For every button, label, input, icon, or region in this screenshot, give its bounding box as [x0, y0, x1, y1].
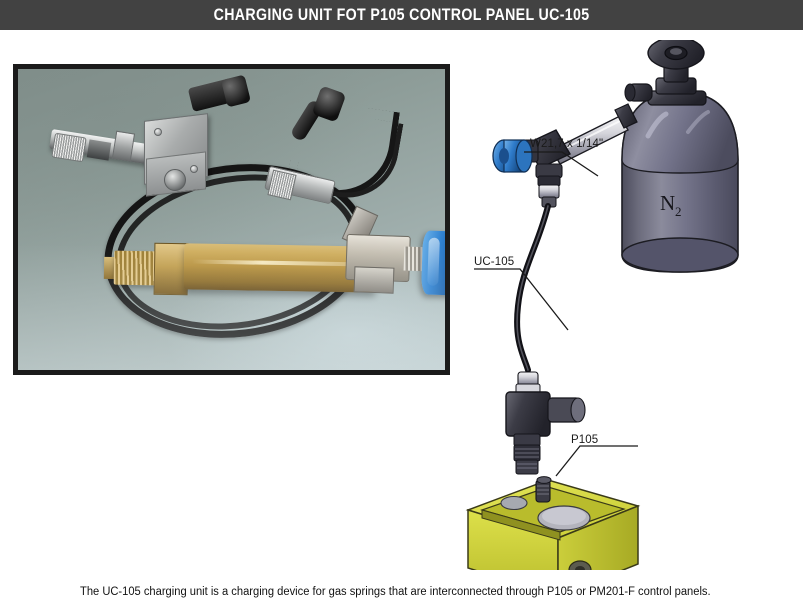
brass-thread-icon	[113, 250, 159, 286]
coupler-knurl-icon	[51, 132, 87, 163]
label-uc-105: UC-105	[474, 256, 515, 268]
leader-thread-spec	[524, 151, 599, 177]
quick-coupler-icon	[49, 128, 155, 166]
brass-charging-cylinder-icon	[183, 243, 377, 293]
coupler-collar-icon	[86, 139, 112, 161]
valve-hex-icon	[353, 266, 395, 294]
bottle-marking-subscript: 2	[675, 204, 682, 219]
gas-spring-connector-icon	[505, 371, 586, 475]
valve-neck-icon	[341, 205, 379, 249]
hose-tail-lower-icon	[293, 107, 404, 206]
manifold-screw-icon	[154, 128, 162, 136]
valve-body-icon	[345, 233, 411, 283]
label-p105: P105	[571, 434, 599, 446]
hose-loop-inner-icon	[104, 157, 370, 347]
black-cap-arm-icon	[289, 98, 325, 143]
nitrogen-bottle-icon: N 2	[621, 91, 739, 273]
bottle-marking-n2: N	[660, 191, 675, 215]
page-title: CHARGING UNIT FOT P105 CONTROL PANEL UC-…	[213, 5, 590, 24]
black-cap-icon	[220, 74, 252, 108]
brass-nut-icon	[153, 242, 189, 296]
p105-control-panel-icon	[465, 476, 641, 570]
manifold-port-icon	[164, 169, 186, 191]
black-cap-icon	[311, 85, 347, 123]
manifold-screw-icon	[190, 165, 198, 173]
product-photo	[13, 64, 450, 375]
coupler-nut-icon	[111, 130, 136, 162]
manifold-front-face-icon	[146, 151, 206, 197]
blue-knob-icon	[492, 139, 533, 173]
system-diagram-graphic: N 2	[465, 40, 739, 570]
panel-side-fitting-icon	[568, 560, 592, 570]
steel-connector-knurl-icon	[267, 169, 297, 201]
valve-thread-icon	[403, 246, 435, 272]
leader-lines	[474, 151, 638, 477]
black-cap-arm-icon	[187, 78, 237, 112]
bottle-valve-icon	[624, 40, 707, 106]
system-diagram: N 2	[452, 40, 803, 570]
figure-caption: The UC-105 charging unit is a charging d…	[80, 586, 711, 598]
leader-p105	[555, 445, 638, 477]
photo-background	[18, 69, 445, 370]
page-title-banner: CHARGING UNIT FOT P105 CONTROL PANEL UC-…	[0, 0, 803, 30]
hose-tail-upper-icon	[286, 98, 400, 204]
brass-tip-icon	[103, 256, 121, 280]
charging-unit-icon	[492, 103, 638, 208]
blue-handwheel-icon	[420, 230, 445, 296]
steel-connector-icon	[264, 165, 336, 205]
label-thread-spec: W21,7 x 1/14"	[530, 138, 604, 150]
steel-manifold-block-icon	[144, 113, 208, 185]
hose-loop-outer-icon	[94, 149, 378, 353]
leader-uc-105	[474, 268, 569, 331]
